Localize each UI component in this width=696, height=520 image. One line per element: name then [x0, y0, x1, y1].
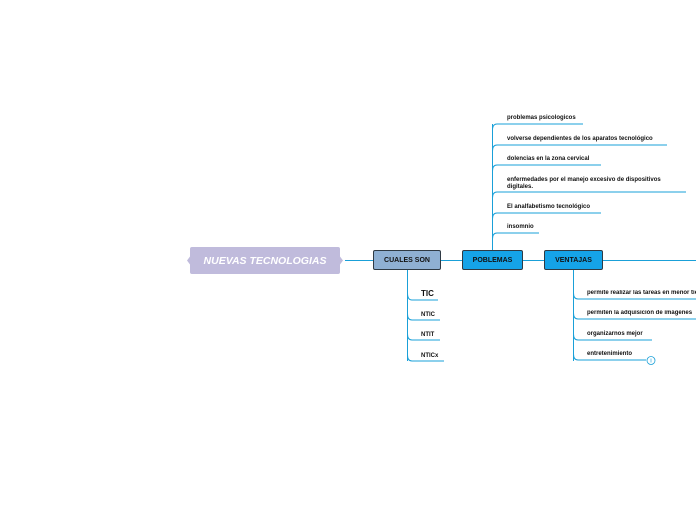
ventajas-node[interactable]: VENTAJAS — [544, 250, 603, 270]
connector-cuales-nticx — [407, 354, 444, 362]
cuales-son-node[interactable]: CUALES SON — [373, 250, 441, 270]
connector-poblemas-3 — [492, 164, 601, 172]
root-right-arrow-icon — [340, 256, 343, 265]
root-left-arrow-icon — [187, 256, 190, 265]
poblemas-child-1[interactable]: problemas psicologicos — [507, 115, 576, 121]
ventajas-label: VENTAJAS — [555, 256, 592, 264]
ventajas-child-4[interactable]: entretenimiento — [587, 351, 633, 357]
ventajas-child-3[interactable]: organizarnos mejor — [587, 331, 643, 337]
root-label: NUEVAS TECNOLOGIAS — [203, 254, 327, 267]
connector-cuales-ntit — [407, 333, 440, 341]
connector-poblemas-6 — [492, 232, 539, 240]
cuales-child-nticx[interactable]: NTICx — [421, 353, 439, 359]
poblemas-child-6[interactable]: insomnio — [507, 224, 534, 230]
connector-cuales-tic — [407, 292, 438, 301]
ventajas-child-1[interactable]: permite realizar las tareas en menor tie… — [587, 290, 696, 296]
cuales-child-ntic[interactable]: NTIC — [421, 312, 435, 318]
poblemas-child-4[interactable]: enfermedades por el manejo excesivo de d… — [507, 177, 661, 190]
poblemas-label: POBLEMAS — [472, 256, 513, 264]
root-node[interactable]: NUEVAS TECNOLOGIAS — [190, 247, 340, 274]
poblemas-node[interactable]: POBLEMAS — [462, 250, 523, 270]
connector-poblemas-5 — [492, 212, 601, 220]
connector-cuales-ntic — [407, 313, 440, 321]
connector-ventajas-4 — [573, 353, 646, 361]
poblemas-child-3[interactable]: dolencias en la zona cervical — [507, 156, 590, 162]
cuales-child-tic[interactable]: TIC — [421, 289, 434, 298]
poblemas-child-2[interactable]: volverse dependientes de los aparatos te… — [507, 136, 653, 142]
connector-ventajas-3 — [573, 333, 652, 341]
cuales-child-ntit[interactable]: NTIT — [421, 332, 435, 338]
ventajas-child-2[interactable]: permiten la adquisición de imágenes — [587, 310, 693, 316]
connector-ventajas-1 — [573, 292, 696, 300]
connector-poblemas-2 — [492, 144, 667, 152]
connector-poblemas-1 — [492, 123, 583, 131]
poblemas-child-5[interactable]: El analfabetismo tecnológico — [507, 204, 591, 210]
connector-poblemas-4 — [492, 191, 686, 199]
cuales-son-label: CUALES SON — [384, 256, 430, 264]
connector-ventajas-2 — [573, 312, 696, 320]
